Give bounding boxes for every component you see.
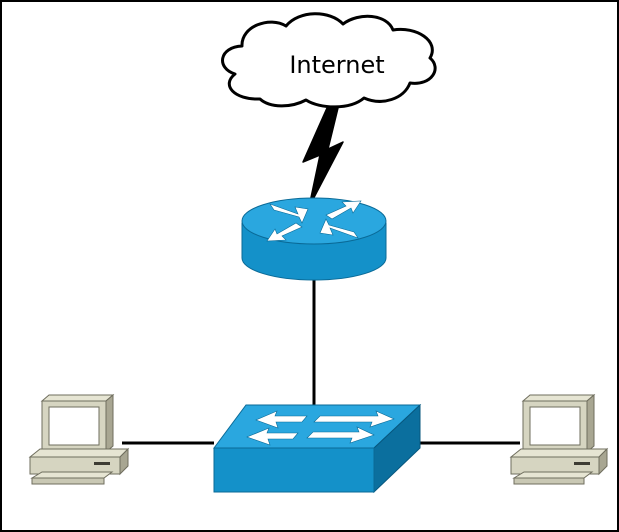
router-top: [241, 197, 387, 245]
pc-left: [28, 393, 130, 485]
links: [122, 278, 520, 445]
router: [241, 197, 387, 281]
switch-front: [213, 447, 375, 493]
router-icon: [266, 200, 362, 242]
computer-icon: [28, 393, 130, 485]
cloud-icon: [221, 12, 437, 109]
internet-cloud: Internet: [221, 12, 437, 109]
pc-screen: [529, 406, 581, 446]
switch-icon: [246, 410, 395, 446]
cloud-label: Internet: [289, 51, 384, 79]
pc-right: [509, 393, 609, 485]
switch: [213, 403, 422, 494]
pc-screen: [48, 406, 100, 446]
computer-icon: [509, 393, 609, 485]
lightning-link-icon: [302, 107, 344, 208]
